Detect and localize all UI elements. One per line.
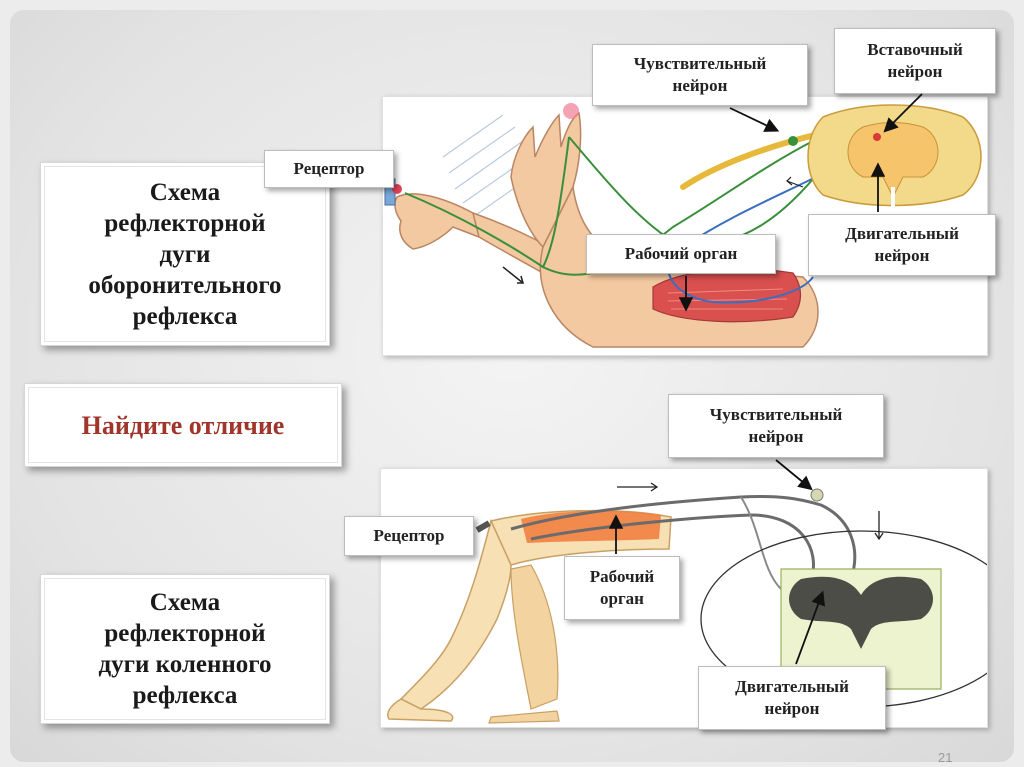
touching-hand: [394, 193, 503, 250]
top-title-line-3: дуги: [159, 240, 211, 268]
bottom-effector-line1: Рабочий: [589, 567, 655, 586]
knee-reflex-drawing: [387, 482, 987, 724]
sensory-path: [404, 132, 854, 276]
top-receptor-label: Рецептор: [264, 150, 394, 188]
top-title-box: Схема рефлекторной дуги оборонительного …: [40, 162, 330, 346]
top-receptor-text: Рецептор: [293, 159, 365, 178]
top-title-line-5: рефлекса: [132, 302, 238, 330]
top-sensory-line2: нейрон: [672, 76, 728, 95]
bottom-title-line-4: рефлекса: [132, 682, 238, 709]
task-box: Найдите отличие: [24, 383, 342, 467]
top-motor-neuron-label: Двигательный нейрон: [808, 214, 996, 276]
bottom-effector-label: Рабочий орган: [564, 556, 680, 620]
top-effector-label: Рабочий орган: [586, 234, 776, 274]
back-leg: [510, 564, 559, 710]
spinal-nerve: [680, 130, 826, 190]
knee-reflex-illustration: [380, 468, 988, 728]
butterfly-grey-matter: [789, 576, 933, 649]
sensory-ganglion: [788, 136, 798, 146]
bottom-sensory-line2: нейрон: [748, 427, 804, 446]
top-interneuron-line1: Вставочный: [867, 40, 963, 59]
reflex-hammer: [475, 520, 491, 533]
top-sensory-neuron-label: Чувствительный нейрон: [592, 44, 808, 106]
top-motor-line2: нейрон: [874, 246, 930, 265]
receptor-spot: [392, 184, 402, 194]
motor-fiber: [530, 513, 815, 582]
foot: [387, 698, 454, 722]
top-sensory-line1: Чувствительный: [633, 54, 767, 73]
bottom-title-line-3: дуги коленного: [98, 651, 272, 678]
page-number: 21: [938, 750, 953, 765]
fingertip-spot: [563, 103, 579, 119]
ganglion: [810, 488, 824, 502]
bottom-effector-line2: орган: [600, 589, 644, 608]
fiber-bundle: [740, 496, 942, 600]
bottom-title-line-1: Схема: [149, 589, 221, 616]
interneuron-body: [873, 133, 881, 141]
top-effector-text: Рабочий орган: [624, 244, 738, 263]
top-motor-line1: Двигательный: [845, 224, 959, 243]
bottom-title-line-2: рефлекторной: [104, 620, 266, 647]
back-foot: [488, 710, 560, 724]
top-title-line-1: Схема: [149, 178, 221, 206]
top-interneuron-label: Вставочный нейрон: [834, 28, 996, 94]
bottom-sensory-line1: Чувствительный: [709, 405, 843, 424]
task-text: Найдите отличие: [81, 410, 285, 440]
bottom-motor-line2: нейрон: [764, 699, 820, 718]
bottom-receptor-label: Рецептор: [344, 516, 474, 556]
sensory-fiber: [510, 494, 857, 580]
top-title-line-2: рефлекторной: [104, 209, 266, 237]
top-title-line-4: оборонительного: [88, 271, 282, 299]
top-interneuron-line2: нейрон: [887, 62, 943, 81]
bottom-motor-neuron-label: Двигательный нейрон: [698, 666, 886, 730]
bottom-receptor-text: Рецептор: [373, 526, 445, 545]
bottom-motor-line1: Двигательный: [735, 677, 849, 696]
bottom-title-box: Схема рефлекторной дуги коленного рефлек…: [40, 574, 330, 724]
bottom-sensory-neuron-label: Чувствительный нейрон: [668, 394, 884, 458]
